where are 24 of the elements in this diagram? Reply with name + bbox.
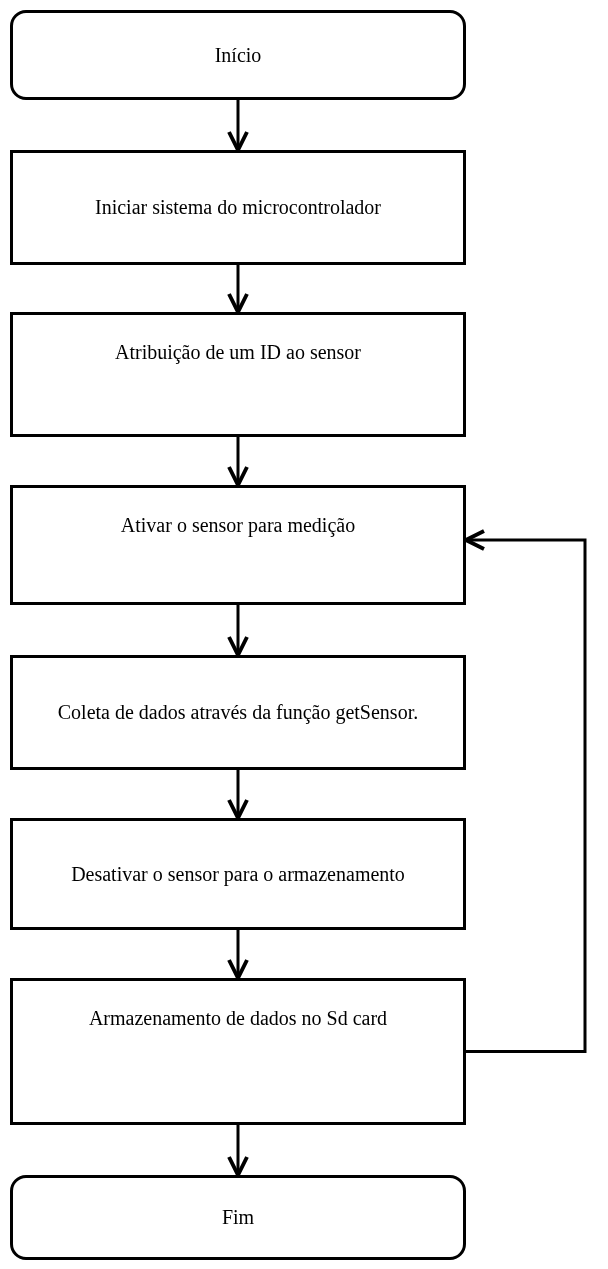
terminal-box [10, 10, 466, 100]
step-text: Início [214, 42, 262, 68]
arrow [464, 529, 587, 1053]
arrow [227, 437, 249, 487]
process-box [10, 978, 466, 1125]
step-text: Fim [221, 1205, 255, 1230]
step-text: Ativar o sensor para medição [120, 513, 356, 539]
arrow [227, 930, 249, 980]
arrow [227, 770, 249, 820]
process-box [10, 150, 466, 265]
arrow [227, 100, 249, 152]
arrow [227, 265, 249, 314]
process-box [10, 485, 466, 605]
step-text: Desativar o sensor para o armazenamento [71, 861, 405, 888]
arrow [227, 1125, 249, 1177]
process-box [10, 655, 466, 770]
arrow [227, 605, 249, 657]
process-box [10, 312, 466, 437]
step-text: Iniciar sistema do microcontrolador [95, 195, 381, 220]
terminal-box [10, 1175, 466, 1260]
step-text: Coleta de dados através da função getSensor. [57, 700, 419, 726]
step-text: Armazenamento de dados no Sd card [88, 1006, 388, 1031]
process-box [10, 818, 466, 930]
step-text: Atribuição de um ID ao sensor [114, 340, 361, 366]
